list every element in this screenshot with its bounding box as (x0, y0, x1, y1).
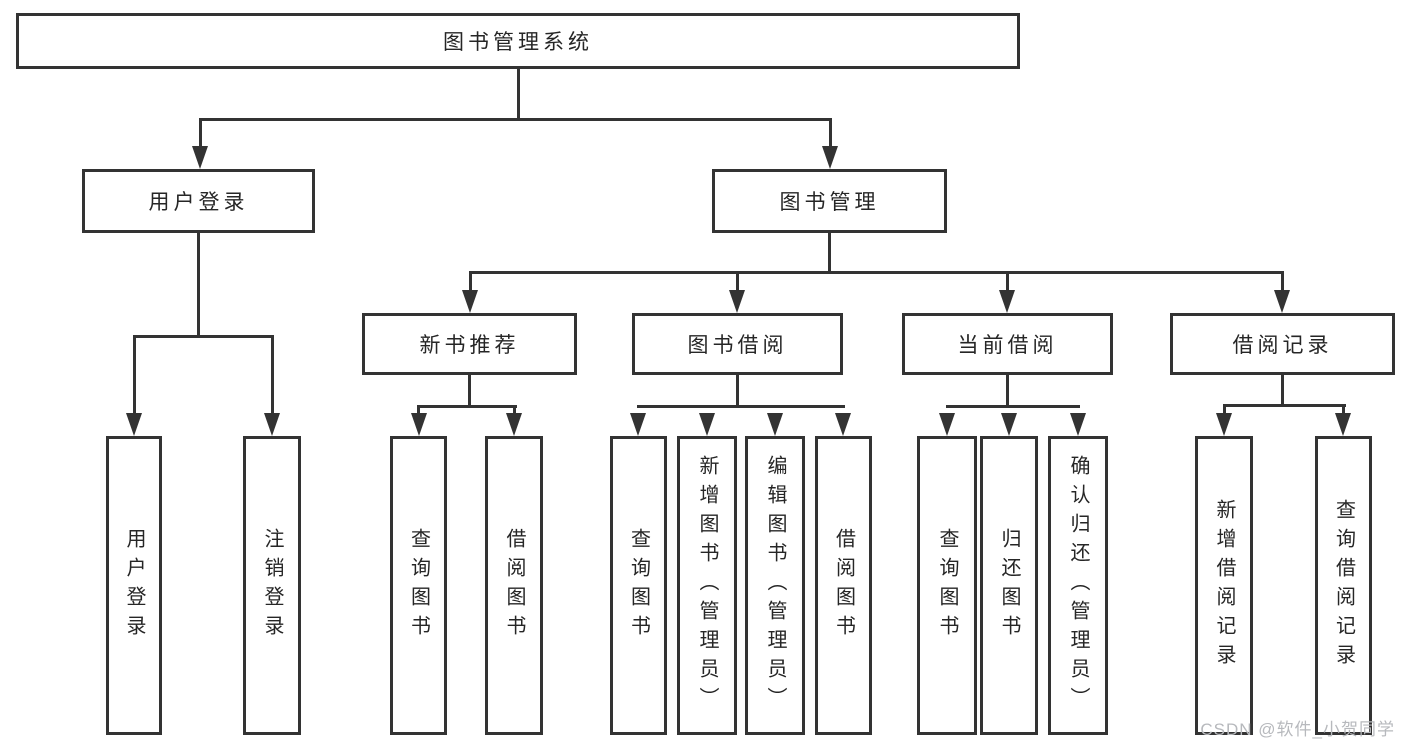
leaf-label: 用户登录 (123, 527, 145, 644)
arrow-down-icon (192, 146, 208, 169)
node-label: 当前借阅 (957, 334, 1058, 357)
leaf-edit-books-admin: 编辑图书（管理员） (745, 436, 805, 735)
connector-drop-borrow-records (1280, 271, 1284, 290)
connector-drop-leaf-login (132, 335, 136, 413)
leaf-borrow-books-borrowing: 借阅图书 (815, 436, 872, 735)
connector-drop-user-login (198, 118, 202, 148)
leaf-label: 查询借阅记录 (1332, 498, 1355, 673)
arrow-down-icon (462, 290, 478, 313)
connector-drop (512, 405, 516, 415)
leaf-query-books-borrowing: 查询图书 (610, 436, 667, 735)
connector-borrow-records-bar (1222, 404, 1346, 407)
node-book-borrowing: 图书借阅 (632, 313, 843, 375)
connector-book-management-bar (468, 271, 1284, 274)
connector-drop-new-book (468, 271, 472, 290)
leaf-query-borrow-record: 查询借阅记录 (1315, 436, 1372, 735)
connector-drop (1222, 404, 1226, 414)
leaf-label: 确认归还（管理员） (1067, 455, 1089, 716)
arrow-down-icon (126, 413, 142, 436)
node-label: 借阅记录 (1232, 334, 1333, 357)
arrow-down-icon (699, 413, 715, 436)
connector-user-login-bar (132, 335, 274, 338)
arrow-down-icon (1070, 413, 1086, 436)
connector-current-borrow-bar (945, 405, 1080, 408)
leaf-label: 注销登录 (261, 527, 283, 644)
arrow-down-icon (939, 413, 955, 436)
connector-borrow-records-stub (1281, 375, 1284, 404)
leaf-label: 借阅图书 (503, 527, 525, 644)
connector-drop-book-management (828, 118, 832, 148)
connector-book-borrow-stub (736, 375, 739, 405)
node-label: 用户登录 (148, 191, 249, 214)
leaf-query-books-current: 查询图书 (917, 436, 977, 735)
connector-new-book-stub (468, 375, 471, 405)
connector-book-management-stub (828, 233, 831, 271)
leaf-label: 查询图书 (936, 527, 958, 644)
connector-drop-leaf-logout (270, 335, 274, 413)
arrow-down-icon (1274, 290, 1290, 313)
leaf-confirm-return-admin: 确认归还（管理员） (1048, 436, 1108, 735)
csdn-watermark: CSDN @软件_小贺同学 (1200, 720, 1395, 739)
leaf-add-borrow-record: 新增借阅记录 (1195, 436, 1253, 735)
arrow-down-icon (822, 146, 838, 169)
leaf-borrow-books-recommend: 借阅图书 (485, 436, 543, 735)
connector-drop (1341, 404, 1345, 414)
arrow-down-icon (1216, 413, 1232, 436)
connector-current-borrow-stub (1006, 375, 1009, 405)
leaf-label: 新增借阅记录 (1213, 498, 1235, 673)
leaf-label: 查询图书 (407, 527, 430, 644)
arrow-down-icon (999, 290, 1015, 313)
leaf-add-books-admin: 新增图书（管理员） (677, 436, 737, 735)
leaf-logout: 注销登录 (243, 436, 301, 735)
node-label: 图书管理 (779, 191, 880, 214)
node-label: 图书借阅 (687, 334, 788, 357)
leaf-label: 编辑图书（管理员） (764, 455, 786, 716)
arrow-down-icon (506, 413, 522, 436)
leaf-label: 借阅图书 (832, 527, 855, 644)
connector-new-book-bar (417, 405, 517, 408)
leaf-label: 新增图书（管理员） (696, 455, 718, 716)
arrow-down-icon (1335, 413, 1351, 436)
connector-user-login-stub (197, 233, 200, 335)
connector-drop (417, 405, 420, 415)
arrow-down-icon (729, 290, 745, 313)
connector-drop-book-borrow (735, 271, 739, 290)
arrow-down-icon (264, 413, 280, 436)
arrow-down-icon (630, 413, 646, 436)
node-label: 新书推荐 (419, 334, 520, 357)
leaf-user-login: 用户登录 (106, 436, 162, 735)
node-user-login: 用户登录 (82, 169, 315, 233)
arrow-down-icon (767, 413, 783, 436)
leaf-label: 归还图书 (998, 527, 1020, 644)
arrow-down-icon (410, 413, 427, 436)
node-library-management-system: 图书管理系统 (16, 13, 1020, 69)
arrow-down-icon (1001, 413, 1017, 436)
leaf-label: 查询图书 (627, 527, 650, 644)
leaf-query-books-recommend: 查询图书 (390, 436, 447, 735)
node-new-book-recommend: 新书推荐 (362, 313, 577, 375)
leaf-return-books: 归还图书 (980, 436, 1038, 735)
node-label: 图书管理系统 (443, 31, 593, 54)
node-book-management: 图书管理 (712, 169, 947, 233)
node-borrow-records: 借阅记录 (1170, 313, 1395, 375)
node-current-borrowing: 当前借阅 (902, 313, 1113, 375)
connector-book-borrow-bar (636, 405, 845, 408)
connector-root-stub (516, 69, 520, 118)
arrow-down-icon (835, 413, 851, 436)
connector-drop-current-borrow (1005, 271, 1009, 290)
connector-root-bar (198, 118, 832, 121)
